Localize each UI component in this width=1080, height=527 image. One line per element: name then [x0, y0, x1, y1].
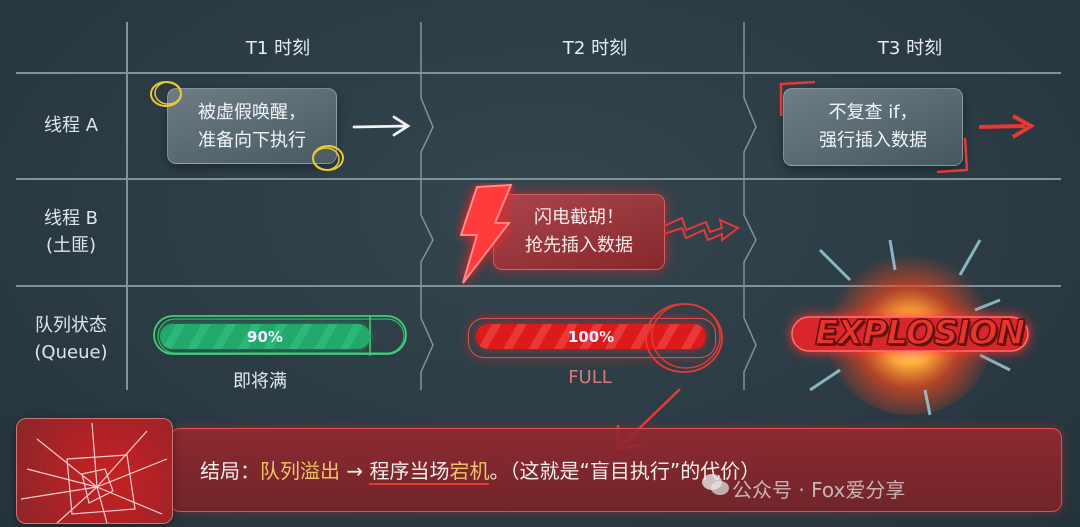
- grid-line: [126, 22, 128, 390]
- watermark: 公众号 · Fox爱分享: [732, 478, 906, 502]
- lightning-bolt-icon: [459, 183, 513, 284]
- note-line: 准备向下执行: [198, 130, 306, 151]
- queue-percent-label: 100%: [567, 327, 615, 346]
- row-label-thread-a: 线程 A: [16, 112, 126, 139]
- grid-line: [16, 285, 1061, 287]
- timeline-dividers: [420, 22, 757, 390]
- row-label-subtext: (Queue): [34, 342, 108, 363]
- right-arrow-icon: [352, 115, 411, 137]
- column-header-t2: T2 时刻: [562, 38, 628, 59]
- grid-line: [16, 72, 1061, 74]
- result-arrow: →: [340, 459, 370, 483]
- row-label-thread-b: 线程 B (土匪): [16, 205, 126, 259]
- highlight-circle-icon: [312, 145, 344, 171]
- row-label-text: 队列状态: [35, 315, 107, 336]
- note-line: 被虚假唤醒，: [198, 102, 306, 123]
- cracked-glass-icon: [16, 418, 173, 524]
- note-line: 闪电截胡！: [534, 207, 624, 228]
- result-banner: [170, 428, 1062, 512]
- result-text: 结局：队列溢出 → 程序当场宕机。（这就是“盲目执行”的代价）: [200, 455, 760, 485]
- queue-bar-t2: 100%: [476, 324, 706, 349]
- queue-caption-t1: 即将满: [233, 371, 287, 392]
- row-label-queue: 队列状态 (Queue): [16, 312, 126, 366]
- thread-a-t1-note: 被虚假唤醒， 准备向下执行: [167, 88, 337, 164]
- explosion-icon: [791, 239, 1029, 416]
- row-label-text: 线程 B: [43, 208, 99, 229]
- thread-a-t3-note: 不复查 if， 强行插入数据: [783, 88, 963, 166]
- thread-b-t2-note: 闪电截胡！ 抢先插入数据: [493, 194, 665, 270]
- note-line: 抢先插入数据: [525, 235, 633, 256]
- result-highlight-overflow: 队列溢出: [260, 459, 340, 483]
- red-arrow-icon: [978, 114, 1035, 139]
- result-prefix: 结局：: [200, 459, 260, 483]
- result-highlight-crash: 宕机: [449, 459, 490, 485]
- corner-bracket-icon: [779, 80, 969, 174]
- grid-line: [16, 178, 1061, 180]
- row-label-subtext: (土匪): [45, 235, 97, 256]
- column-header-t1: T1 时刻: [245, 38, 311, 59]
- queue-bar-t1: 90%: [160, 324, 370, 349]
- column-header-t3: T3 时刻: [877, 38, 943, 59]
- note-line: 强行插入数据: [819, 130, 927, 151]
- highlight-circle-icon: [150, 81, 182, 107]
- row-label-text: 线程 A: [43, 115, 99, 136]
- queue-caption-t2: FULL: [568, 367, 612, 388]
- zigzag-arrow-icon: [663, 216, 740, 242]
- highlight-circle-icon: [645, 303, 723, 373]
- queue-percent-label: 90%: [247, 327, 283, 346]
- queue-bar-t2-outline: [468, 318, 716, 358]
- result-middle: 程序当场: [369, 459, 450, 485]
- queue-bar-t1-outline: [153, 315, 407, 356]
- note-line: 不复查 if，: [828, 102, 918, 123]
- wechat-icon: [702, 474, 729, 495]
- explosion-label: EXPLOSION: [814, 312, 1026, 354]
